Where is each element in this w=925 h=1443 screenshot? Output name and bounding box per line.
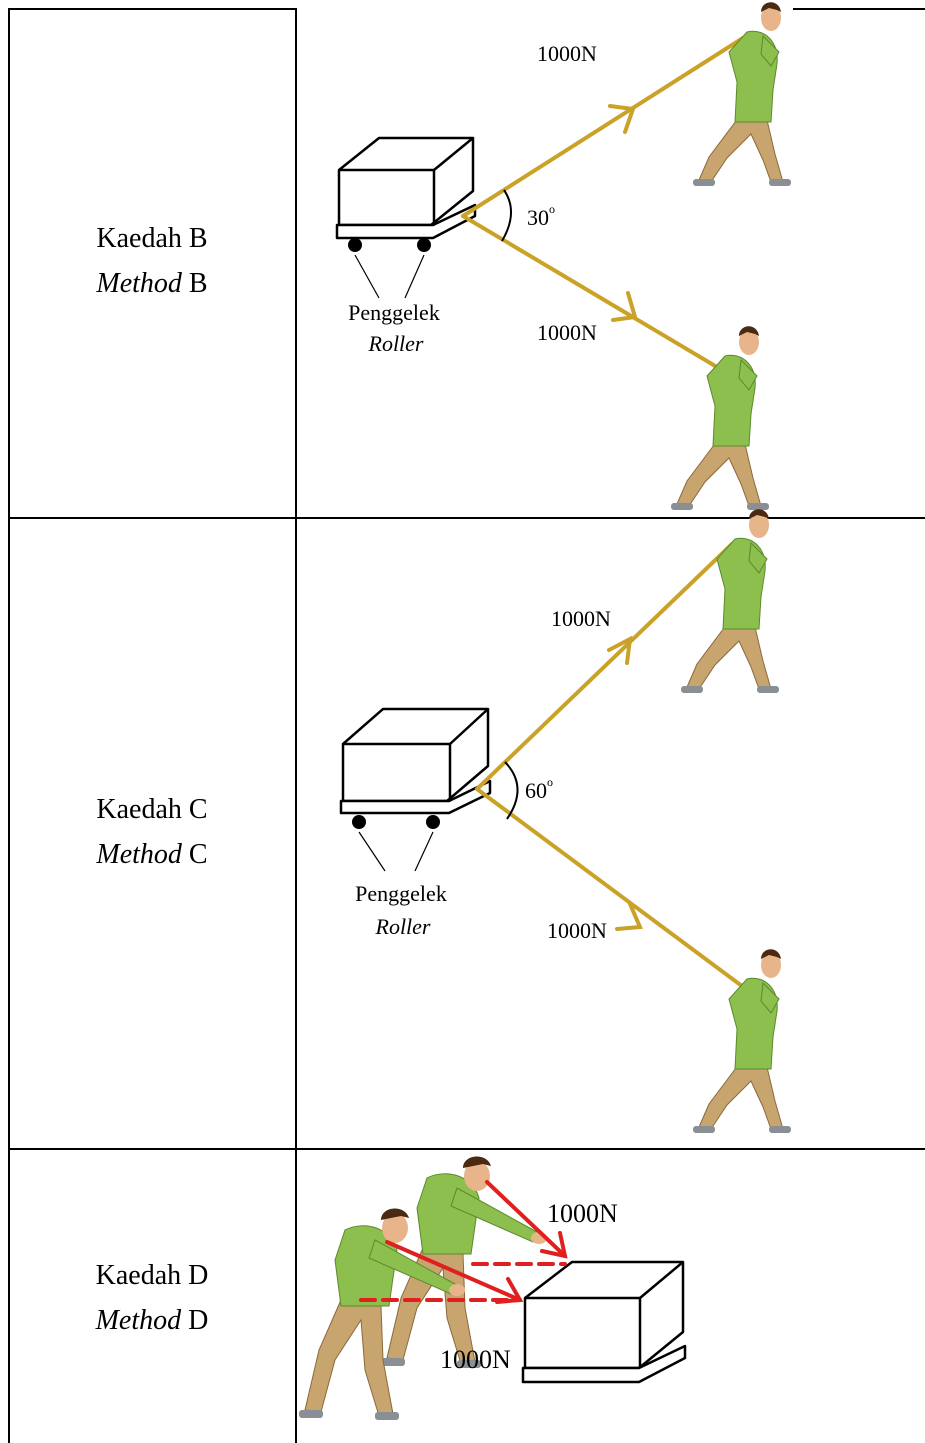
method-d-label-ms: Kaedah D [95,1260,209,1291]
method-d-diagram: 1000N 1000N [299,1156,687,1420]
shoe [757,686,779,693]
head [464,1161,490,1191]
arm [760,981,780,1014]
method-d-label: Kaedah D Method D [9,1253,295,1343]
roller-label-ms: Penggelek [355,881,447,906]
row-divider-c-d [8,1148,925,1150]
shoe [457,1360,481,1368]
arm [368,1239,456,1295]
pusher-person-front [299,1208,465,1420]
force-label-bottom: 1000N [537,320,597,345]
arm [450,1187,538,1243]
head [761,952,781,978]
arm [738,358,758,391]
roller-label-en: Roller [375,914,431,939]
shoe [693,1126,715,1133]
head [739,329,759,355]
shoe [747,503,769,510]
angle-label: 60o [525,775,553,803]
table-top-border [8,8,296,10]
method-c-label: Kaedah C Method C [9,787,295,877]
angle-arc [501,189,512,242]
hair [749,509,769,519]
puller-person-bottom [693,949,791,1133]
head [749,512,769,538]
shoe [375,1412,399,1420]
arm [760,34,780,67]
table-column-divider [295,8,297,1443]
method-c-diagram: Penggelek Roller 60o 1000N 1000N [339,509,791,1133]
hair [761,2,781,12]
shoe [671,503,693,510]
hair [463,1156,491,1168]
shoe [381,1358,405,1366]
method-b-label-ms: Kaedah B [96,223,208,254]
trousers [698,1063,784,1130]
rollers [352,815,440,872]
force-label-bottom: 1000N [440,1345,511,1374]
rollers [348,238,431,299]
roller-wheel [417,238,431,252]
shoe [693,179,715,186]
angle-arc [504,761,519,820]
method-c-label-en: Method C [96,839,208,870]
puller-person-top [681,509,779,693]
roller-label-ms: Penggelek [348,300,440,325]
table-top-border-right [793,8,925,10]
force-label-top: 1000N [547,1199,618,1228]
trousers [304,1299,394,1417]
table-left-border [8,8,10,1443]
trousers [686,623,772,690]
hair [739,326,759,336]
force-label-bottom: 1000N [547,918,607,943]
puller-person-bottom [671,326,769,510]
trousers [676,440,762,507]
hand [449,1284,465,1296]
puller-person-top [693,2,791,186]
shoe [299,1410,323,1418]
push-forces [359,1180,568,1304]
angle-label: 30o [527,202,555,230]
method-b-label: Kaedah B Method B [9,216,295,306]
arm [748,541,768,574]
force-label-top: 1000N [537,41,597,66]
hair [381,1208,409,1220]
rope-forces [461,36,745,375]
method-b-label-en: Method B [96,268,208,299]
method-c-label-ms: Kaedah C [96,794,208,825]
rope-forces [475,542,756,997]
shoe [681,686,703,693]
head [382,1213,408,1243]
shoe [769,179,791,186]
pusher-person-back [381,1156,547,1368]
force-label-top: 1000N [551,606,611,631]
method-d-label-en: Method D [95,1305,209,1336]
shoe [769,1126,791,1133]
trousers [698,116,784,183]
row-divider-b-c [8,517,925,519]
roller-wheel [348,238,362,252]
roller-wheel [426,815,440,829]
head [761,5,781,31]
hair [761,949,781,959]
crate [521,1260,687,1384]
roller-label-en: Roller [368,331,424,356]
crate [339,707,492,815]
method-b-diagram: Penggelek Roller 30o 1000N 1000N [335,2,791,510]
crate [335,136,477,240]
roller-wheel [352,815,366,829]
